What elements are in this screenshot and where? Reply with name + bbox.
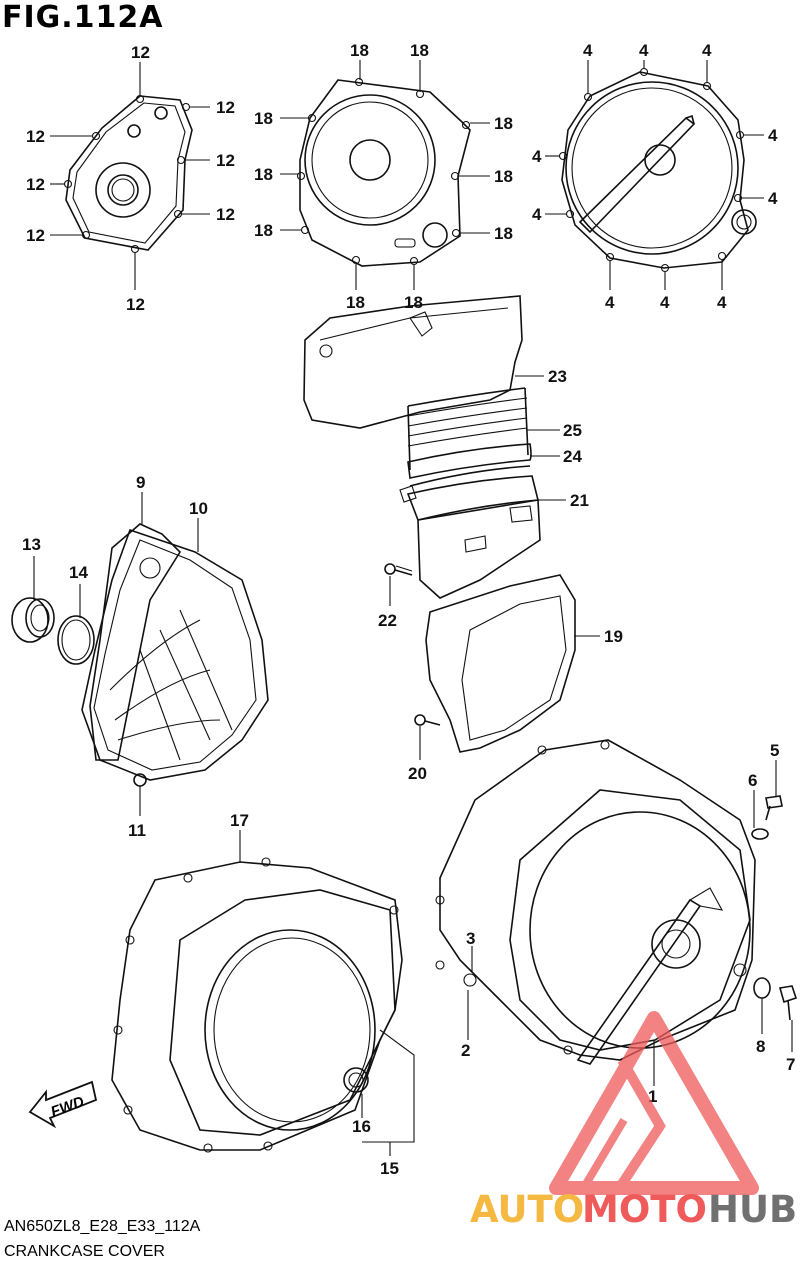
main-crankcase-cover-part <box>435 739 756 1065</box>
callout-4: 4 <box>532 147 542 166</box>
callout-18: 18 <box>254 109 273 128</box>
leaders-shroud <box>419 635 600 760</box>
watermark-triangle-icon <box>549 1011 759 1195</box>
callout-4: 4 <box>702 41 712 60</box>
clutch-cover-part <box>558 67 757 273</box>
callout-22: 22 <box>378 611 397 630</box>
callout-4: 4 <box>660 293 670 312</box>
forward-direction-arrow: FWD <box>28 1080 98 1129</box>
callout-12: 12 <box>216 151 235 170</box>
callout-4: 4 <box>768 126 778 145</box>
callout-12: 12 <box>26 175 45 194</box>
cover-17-part <box>111 857 403 1153</box>
callout-21: 21 <box>570 491 589 510</box>
watermark-auto: AUTO <box>470 1188 584 1231</box>
callout-14: 14 <box>69 563 88 582</box>
callout-3: 3 <box>466 929 475 948</box>
callout-4: 4 <box>605 293 615 312</box>
callout-labels: 12 12 12 12 12 12 12 12 18 18 18 18 18 1… <box>22 41 795 1178</box>
callout-18: 18 <box>254 221 273 240</box>
leaders-4 <box>545 60 764 290</box>
leaders-left <box>33 492 199 816</box>
leaders-duct <box>389 375 566 606</box>
callout-12: 12 <box>26 226 45 245</box>
cover-with-gasket-part <box>81 523 269 787</box>
callout-12: 12 <box>126 295 145 314</box>
seal-13-part <box>11 597 55 643</box>
callout-18: 18 <box>404 293 423 312</box>
callout-4: 4 <box>639 41 649 60</box>
callout-9: 9 <box>136 473 145 492</box>
callout-6: 6 <box>748 771 757 790</box>
callout-4: 4 <box>583 41 593 60</box>
callout-4: 4 <box>717 293 727 312</box>
callout-18: 18 <box>410 41 429 60</box>
callout-11: 11 <box>128 821 146 840</box>
callout-20: 20 <box>408 764 427 783</box>
callout-4: 4 <box>532 205 542 224</box>
small-cover-part <box>63 94 193 254</box>
callout-13: 13 <box>22 535 41 554</box>
callout-2: 2 <box>461 1041 470 1060</box>
callout-25: 25 <box>563 421 582 440</box>
callout-23: 23 <box>548 367 567 386</box>
section-title: CRANKCASE COVER <box>4 1243 165 1260</box>
figure-title: FIG.112A <box>2 0 164 35</box>
oring-14-part <box>57 615 95 665</box>
small-parts-right <box>751 795 798 1021</box>
callout-12: 12 <box>216 98 235 117</box>
callout-18: 18 <box>350 41 369 60</box>
callout-19: 19 <box>604 627 623 646</box>
generator-cover-part <box>296 77 471 267</box>
callout-12: 12 <box>216 205 235 224</box>
leaders-bottom-right <box>467 760 793 1086</box>
callout-5: 5 <box>770 741 779 760</box>
callout-12: 12 <box>131 43 150 62</box>
callout-17: 17 <box>230 811 249 830</box>
callout-18: 18 <box>494 114 513 133</box>
callout-18: 18 <box>494 167 513 186</box>
watermark-logo: AUTO MOTO HUB <box>470 1011 797 1231</box>
watermark-moto: MOTO <box>582 1188 707 1231</box>
callout-1: 1 <box>648 1087 657 1106</box>
leaders-18 <box>280 60 490 290</box>
callout-8: 8 <box>756 1037 765 1056</box>
shroud-part <box>414 574 576 753</box>
callout-12: 12 <box>26 127 45 146</box>
callout-18: 18 <box>494 224 513 243</box>
leaders-bottom-left <box>239 830 415 1156</box>
callout-24: 24 <box>563 447 582 466</box>
callout-7: 7 <box>786 1055 795 1074</box>
callout-16: 16 <box>352 1117 371 1136</box>
callout-18: 18 <box>254 165 273 184</box>
callout-15: 15 <box>380 1159 399 1178</box>
callout-10: 10 <box>189 499 208 518</box>
callout-18: 18 <box>346 293 365 312</box>
callout-4: 4 <box>768 189 778 208</box>
watermark-hub: HUB <box>708 1188 797 1231</box>
air-duct-part <box>303 295 541 599</box>
model-code: AN650ZL8_E28_E33_112A <box>4 1218 201 1235</box>
leaders-12 <box>50 62 210 290</box>
